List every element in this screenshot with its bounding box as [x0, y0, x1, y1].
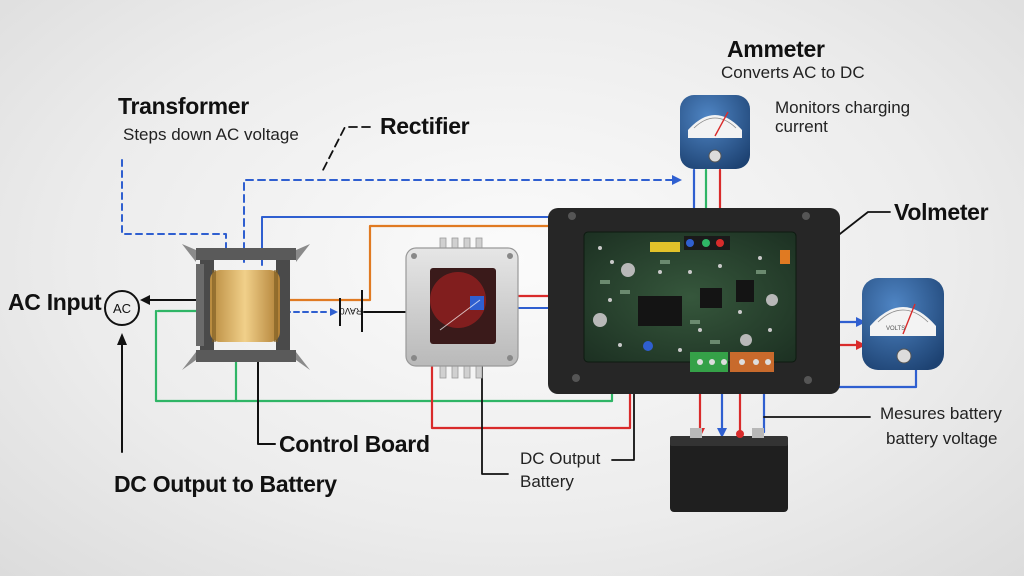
ammeter-note: Monitors charging current: [775, 98, 911, 136]
rectifier-symbol: RAV0: [339, 290, 363, 332]
rectifier-label: Rectifier: [380, 113, 470, 139]
voltmeter-note-line1: Mesures battery: [880, 404, 1002, 423]
control-board-enclosure: [548, 208, 840, 394]
volt-face-label: VOLTS: [886, 326, 905, 332]
ac-input-label: AC Input: [8, 289, 102, 315]
ac-input-symbol: AC: [104, 290, 140, 326]
wires: [117, 126, 918, 475]
ammeter-dashed-line: [243, 179, 673, 263]
ammeter-description: Converts AC to DC: [721, 63, 865, 82]
transformer-label: Transformer: [118, 93, 249, 119]
ammeter-label: Ammeter: [727, 36, 825, 62]
battery-illustration: [670, 428, 788, 512]
rectifier-leader-dashed: [321, 126, 371, 173]
voltmeter-note-line2: battery voltage: [886, 429, 998, 448]
rectifier-marking: RAV0: [340, 306, 363, 316]
dc-output-label: DC Output: [520, 449, 601, 468]
heatsink-module: [405, 237, 519, 379]
transformer-description: Steps down AC voltage: [123, 125, 299, 144]
ac-symbol-text: AC: [113, 301, 131, 316]
dc-output-to-battery-label: DC Output to Battery: [114, 471, 337, 497]
orange-wire: [283, 224, 557, 302]
control-board-label: Control Board: [279, 431, 430, 457]
ammeter-illustration: [680, 95, 750, 169]
voltmeter-label: Volmeter: [894, 199, 989, 225]
ammeter-dashed-arrow: [672, 175, 682, 185]
dc-output-leader: [481, 351, 509, 475]
control-board-leader: [257, 355, 276, 445]
transformer-leader-dashed: [121, 159, 227, 253]
voltmeter-illustration: VOLTS: [862, 278, 944, 370]
battery-label: Battery: [520, 472, 574, 491]
transformer-illustration: [182, 244, 310, 370]
